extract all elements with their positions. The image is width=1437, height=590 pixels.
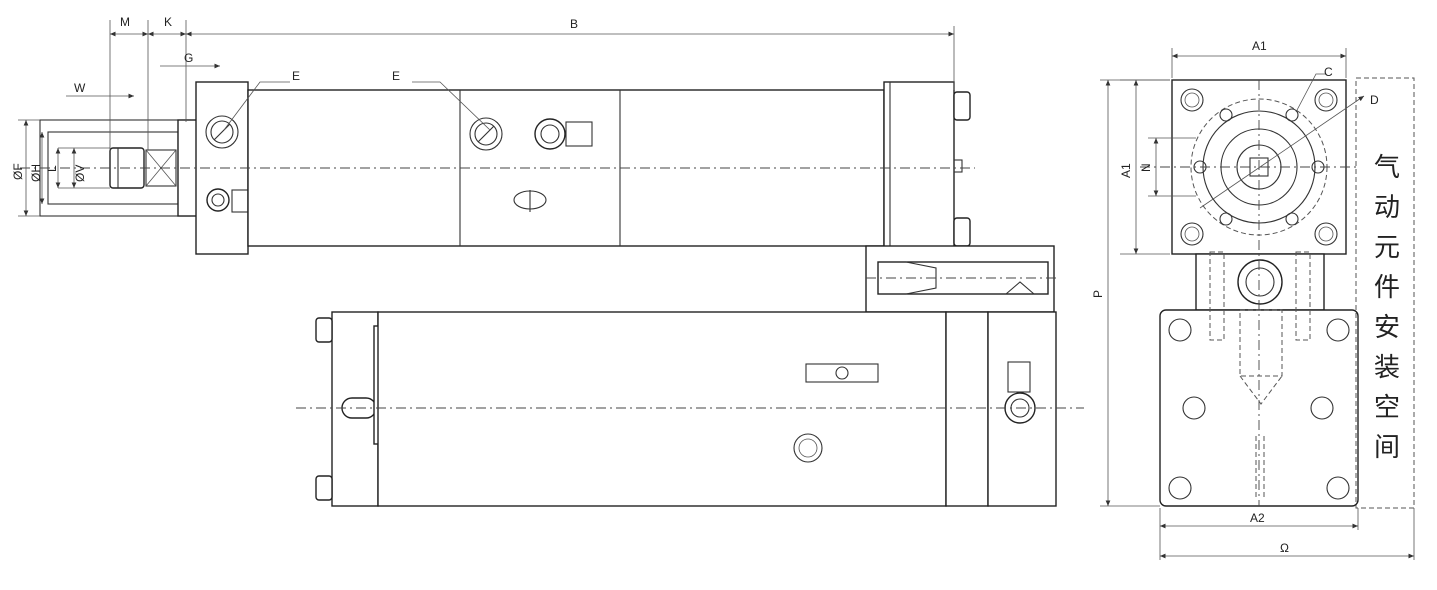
dim-h: ØH	[29, 164, 43, 182]
dim-f: ØF	[11, 163, 25, 180]
installation-note: 气 动 元 件 安 装 空 间	[1374, 152, 1400, 462]
dimensions-side: A1 C D A1 N P A2 Ω	[1091, 39, 1415, 560]
dim-w: W	[74, 81, 86, 95]
dim-p: P	[1091, 290, 1105, 298]
dim-m: M	[120, 15, 130, 29]
label-e2: E	[392, 69, 400, 83]
lower-body	[377, 311, 947, 507]
dim-a1-side: A1	[1119, 163, 1133, 178]
dim-k: K	[164, 15, 172, 29]
dim-g: G	[184, 51, 193, 65]
front-view	[296, 311, 1084, 507]
side-view	[1140, 77, 1415, 509]
label-d: D	[1370, 93, 1379, 107]
port-circle-e2	[469, 117, 503, 151]
fitting-left	[206, 188, 230, 212]
label-c: C	[1324, 65, 1333, 79]
note-char-2: 元	[1374, 232, 1400, 262]
dim-n: N	[1139, 163, 1153, 172]
note-char-5: 装	[1374, 352, 1400, 382]
fitting-mid	[534, 118, 566, 150]
top-view	[20, 81, 975, 255]
installation-envelope	[1355, 77, 1415, 509]
note-char-4: 安	[1374, 312, 1400, 342]
dim-a2: A2	[1250, 511, 1265, 525]
dimensions-top: M K B G W E E ØF ØH L ØV	[11, 15, 955, 217]
dim-v: ØV	[73, 165, 87, 182]
name-plate	[805, 363, 879, 383]
dim-b: B	[570, 17, 578, 31]
dim-a1-top: A1	[1252, 39, 1267, 53]
note-char-7: 间	[1374, 432, 1400, 462]
breather-plug	[793, 433, 823, 463]
dim-l: L	[45, 165, 59, 172]
note-char-6: 空	[1374, 392, 1400, 422]
dim-q: Ω	[1280, 541, 1289, 555]
label-e1: E	[292, 69, 300, 83]
hatched-section	[865, 245, 1060, 313]
note-char-3: 件	[1374, 272, 1400, 302]
note-char-0: 气	[1374, 152, 1400, 182]
note-char-1: 动	[1374, 192, 1400, 222]
port-circle-e1	[205, 115, 239, 149]
